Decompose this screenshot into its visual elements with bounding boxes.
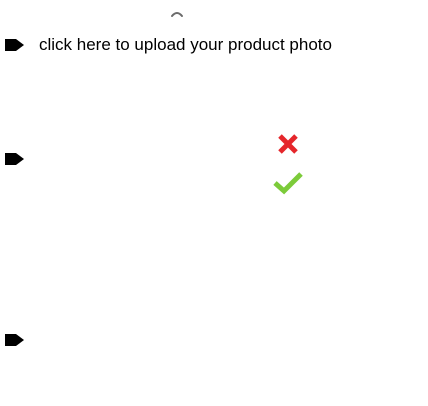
arrow-right-icon	[5, 334, 24, 346]
arrow-right-icon	[5, 153, 24, 165]
red-x-icon	[278, 134, 298, 154]
upload-row[interactable]: click here to upload your product photo	[5, 34, 332, 56]
arrow-right-icon	[5, 39, 24, 51]
upload-product-photo-link[interactable]: click here to upload your product photo	[39, 35, 332, 54]
bullet-row-3	[5, 331, 25, 349]
bullet-row-2	[5, 150, 25, 168]
green-check-icon	[273, 172, 303, 195]
loading-spinner-arc	[171, 12, 183, 17]
